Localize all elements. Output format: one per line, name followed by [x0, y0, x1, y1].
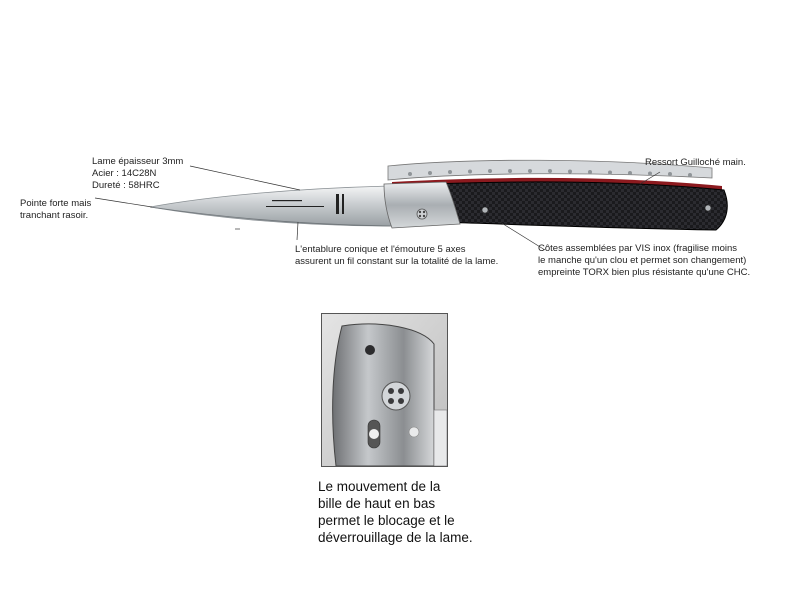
detail-lock-ball	[381, 381, 411, 411]
lock-caption: Le mouvement de la bille de haut en bas …	[318, 479, 473, 545]
detail-blade-tang	[433, 409, 447, 466]
annotation-edge: L'entablure conique et l'émouture 5 axes…	[295, 244, 499, 267]
detail-hole	[365, 345, 375, 355]
spring-guilloche	[408, 169, 692, 177]
annotation-blade: Lame épaisseur 3mm Acier : 14C28N Dureté…	[92, 156, 184, 191]
torx-screw	[704, 204, 712, 212]
annotation-point: Pointe forte mais tranchant rasoir.	[20, 198, 92, 221]
leader-lines	[94, 165, 661, 251]
blade-edge	[149, 206, 393, 227]
handle	[391, 181, 728, 231]
lock-detail-photo	[321, 313, 448, 467]
blade-logo-etching	[266, 194, 344, 214]
annotation-spring: Ressort Guilloché main.	[645, 157, 746, 168]
handle-liner	[392, 177, 722, 190]
torx-screw	[481, 206, 489, 214]
bolster	[383, 181, 461, 229]
bolster-lock-ball	[416, 208, 428, 220]
annotation-sides: Côtes assemblées par VIS inox (fragilise…	[538, 243, 751, 278]
